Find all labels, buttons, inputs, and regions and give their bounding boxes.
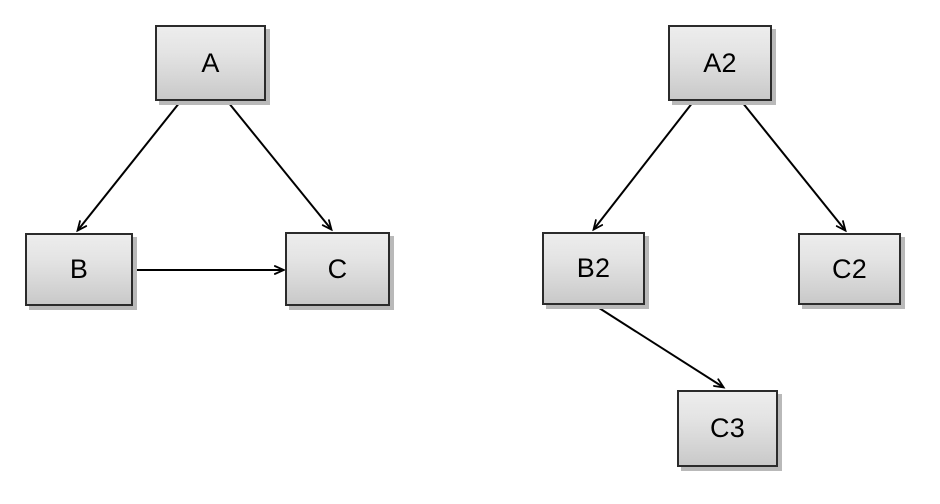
node-b[interactable]: B	[25, 233, 133, 306]
edge-a2-to-c2	[741, 101, 845, 230]
node-label: C	[327, 253, 348, 284]
node-a2[interactable]: A2	[668, 25, 772, 101]
edge-a-to-b	[78, 101, 181, 230]
node-c[interactable]: C	[285, 232, 390, 306]
node-label: B	[69, 254, 89, 284]
node-label: C2	[832, 253, 867, 284]
node-label: B2	[576, 253, 611, 283]
edge-a2-to-b2	[594, 101, 694, 229]
node-a[interactable]: A	[155, 25, 266, 101]
node-label: A2	[703, 47, 737, 78]
node-b2[interactable]: B2	[542, 232, 645, 305]
node-label: A	[201, 47, 220, 78]
node-c3[interactable]: C3	[677, 390, 778, 467]
node-c2[interactable]: C2	[798, 233, 901, 305]
edge-b2-to-c3	[595, 305, 723, 387]
edge-a-to-c	[227, 101, 331, 229]
node-label: C3	[710, 413, 745, 443]
